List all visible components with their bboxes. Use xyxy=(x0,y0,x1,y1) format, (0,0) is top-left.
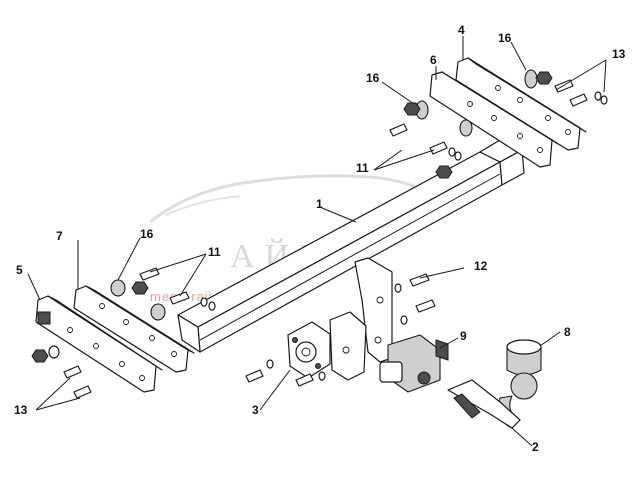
callout-part-12: 12 xyxy=(474,259,488,273)
callout-part-16-top: 16 xyxy=(498,31,512,45)
left-plate-part-7 xyxy=(73,285,195,373)
callout-part-6: 6 xyxy=(430,53,437,67)
leader-lines xyxy=(27,36,607,447)
left-plate-part-5 xyxy=(35,295,163,393)
callout-part-1: 1 xyxy=(316,197,323,211)
socket-plate-part-3 xyxy=(287,321,331,379)
callout-part-11-left: 11 xyxy=(208,245,221,259)
callout-part-4: 4 xyxy=(458,23,465,37)
fasteners xyxy=(31,69,608,399)
callout-part-13-right: 13 xyxy=(612,47,626,61)
callout-part-3: 3 xyxy=(252,403,259,417)
socket-bracket xyxy=(329,257,393,381)
callout-part-7: 7 xyxy=(56,229,63,243)
ball-cover-part-8 xyxy=(506,339,542,376)
callout-part-8: 8 xyxy=(564,325,571,339)
callout-part-16-left: 16 xyxy=(140,227,154,241)
callout-part-13-left: 13 xyxy=(14,403,28,417)
callout-part-16-middle: 16 xyxy=(366,71,380,85)
callout-part-5: 5 xyxy=(16,263,23,277)
callout-part-9: 9 xyxy=(460,329,467,343)
callout-part-11-right: 11 xyxy=(356,161,369,175)
crossbar-part-1 xyxy=(177,139,525,353)
right-plate-part-6 xyxy=(429,71,559,168)
tow-ball-part-2 xyxy=(447,372,538,429)
callout-part-2: 2 xyxy=(532,440,539,454)
